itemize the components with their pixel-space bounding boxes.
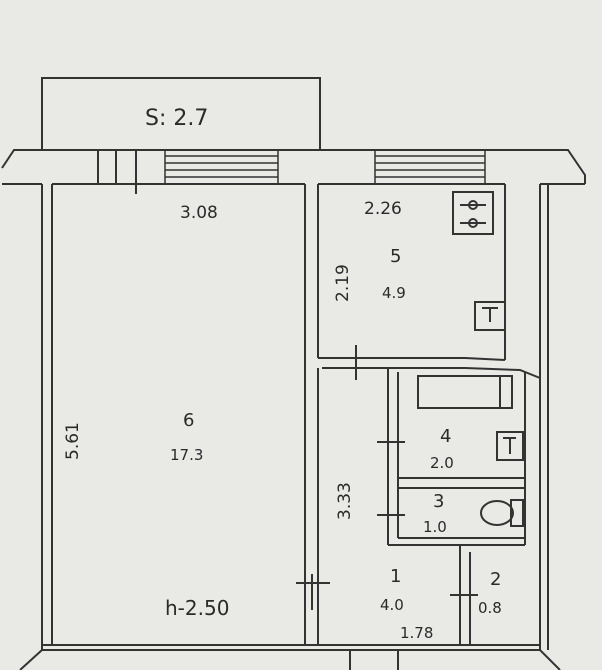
- room-5-area: 4.9: [382, 284, 406, 302]
- right-exterior-wall: [539, 184, 549, 650]
- dim-kitchen-width: 2.26: [364, 199, 402, 219]
- room-1-number: 1: [390, 566, 401, 587]
- left-exterior-wall: [41, 184, 53, 650]
- dim-hall-depth: 3.33: [335, 482, 355, 520]
- room-3-number: 3: [433, 491, 444, 512]
- window-living: [164, 150, 279, 184]
- room-6-area: 17.3: [170, 446, 203, 464]
- room-4-number: 4: [440, 426, 451, 447]
- room-6-number: 6: [183, 410, 194, 431]
- closet-walls: [450, 545, 478, 645]
- room-2-number: 2: [490, 569, 501, 590]
- balcony-area-label: S: 2.7: [145, 106, 208, 131]
- room-4-area: 2.0: [430, 454, 454, 472]
- window-kitchen: [374, 150, 486, 184]
- dim-living-depth: 5.61: [63, 422, 83, 460]
- ceiling-height-label: h-2.50: [165, 596, 229, 620]
- kitchen-walls: [318, 184, 541, 380]
- room-2-area: 0.8: [478, 599, 502, 617]
- partition-living: [296, 184, 330, 645]
- room-1-area: 4.0: [380, 596, 404, 614]
- room-3-area: 1.0: [423, 518, 447, 536]
- room-5-number: 5: [390, 246, 401, 267]
- dim-hall-width: 1.78: [400, 624, 433, 642]
- dim-living-width: 3.08: [180, 203, 218, 223]
- dim-kitchen-depth: 2.19: [333, 264, 353, 302]
- bottom-wall: [19, 644, 561, 670]
